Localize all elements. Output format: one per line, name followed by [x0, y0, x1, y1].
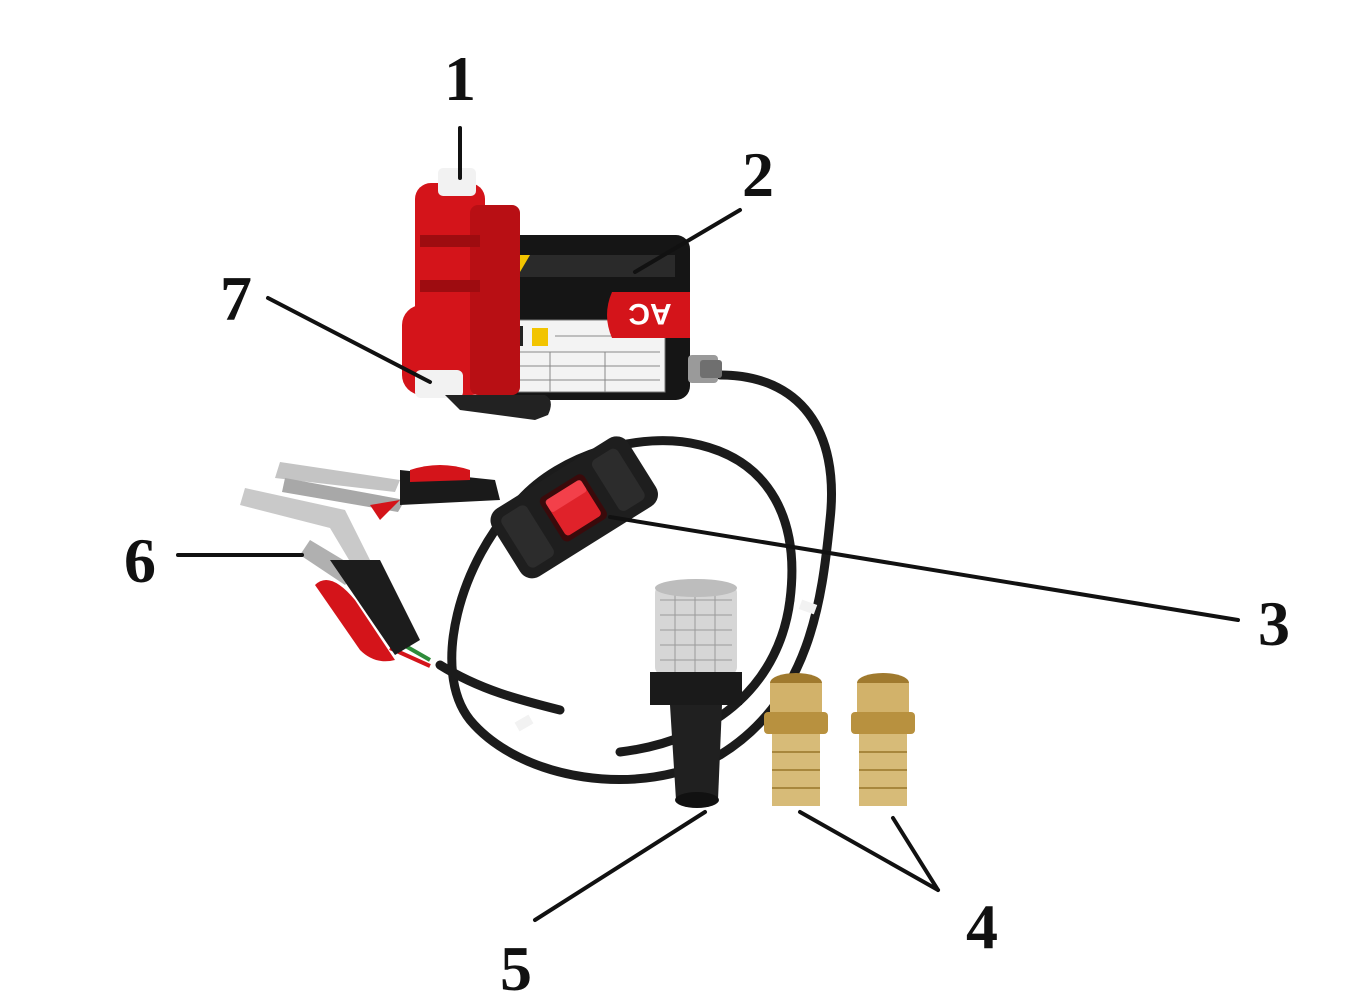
- battery-clip-lower: [240, 488, 420, 662]
- callout-3: 3: [1258, 588, 1290, 659]
- callout-7: 7: [220, 263, 252, 334]
- callout-4: 4: [966, 891, 998, 962]
- leader-line-3: [608, 515, 1240, 622]
- battery-clips: [240, 462, 500, 662]
- callout-5: 5: [500, 933, 532, 1004]
- pump-assembly: AC: [402, 168, 722, 420]
- battery-clip-upper: [275, 462, 500, 520]
- leader-line-2: [633, 208, 742, 274]
- leader-line-4b: [891, 816, 940, 892]
- leader-line-5: [533, 810, 707, 922]
- leader-line-7: [266, 296, 432, 384]
- callout-6: 6: [124, 525, 156, 596]
- pump-head: [402, 168, 551, 420]
- leader-lines: [176, 126, 1240, 922]
- motor-badge-text: AC: [628, 297, 671, 330]
- callout-2: 2: [742, 139, 774, 210]
- leader-line-4a: [798, 810, 940, 892]
- strainer-filter: [650, 579, 742, 808]
- power-cable: [389, 370, 836, 784]
- brass-fitting-right: [851, 673, 915, 806]
- brass-fitting-left: [764, 673, 828, 806]
- callout-1: 1: [444, 43, 476, 114]
- inline-switch: [490, 436, 658, 579]
- outlet-port: [438, 168, 476, 196]
- motor-housing: AC: [480, 235, 722, 400]
- callout-numbers: 1 2 3 4 5 6 7: [124, 43, 1290, 1004]
- inlet-port: [415, 370, 463, 398]
